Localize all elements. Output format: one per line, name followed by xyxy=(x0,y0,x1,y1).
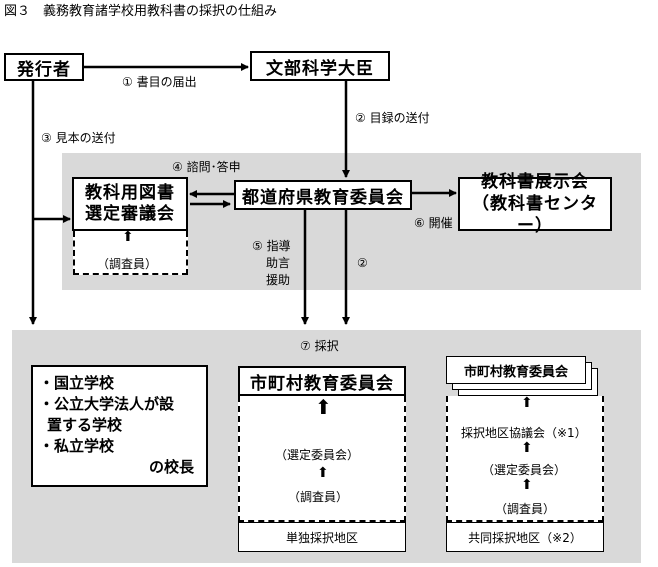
label-guidance-2: 助言 xyxy=(266,256,291,270)
single-investigator-label: （調査員） xyxy=(288,490,349,504)
schools-principal: の校長 xyxy=(148,458,194,476)
label-notification: ① 書目の届出 xyxy=(122,75,197,89)
single-district-dashed xyxy=(238,396,406,522)
single-arrow-up-icon-1: ⬆ xyxy=(315,395,332,419)
schools-item-private: ・私立学校 xyxy=(39,437,115,455)
joint-arrow-up-icon-2: ⬆ xyxy=(521,440,533,456)
joint-investigator-label: （調査員） xyxy=(495,502,556,516)
joint-board-box: 市町村教育委員会 xyxy=(446,356,586,384)
minister-label: 文部科学大臣 xyxy=(266,58,374,79)
council-line1: 教科用図書 xyxy=(85,183,175,203)
single-board-box: 市町村教育委員会 xyxy=(238,366,406,396)
exhibition-line2: （教科書センター） xyxy=(472,194,598,236)
schools-item-public-line2: 置する学校 xyxy=(47,416,123,434)
joint-area-box: 共同採択地区（※2） xyxy=(446,522,604,552)
joint-arrow-up-icon-3: ⬆ xyxy=(521,477,533,493)
council-investigator-box xyxy=(73,231,188,275)
label-samples: ③ 見本の送付 xyxy=(41,131,116,145)
schools-box: ・国立学校 ・公立大学法人が設 置する学校 ・私立学校 の校長 xyxy=(31,365,208,487)
diagram-title: 図３ 義務教育諸学校用教科書の採択の仕組み xyxy=(4,4,278,19)
prefecture-board-label: 都道府県教育委員会 xyxy=(242,187,404,208)
joint-arrow-up-icon-1: ⬆ xyxy=(521,395,533,411)
joint-district-dashed xyxy=(446,396,604,522)
selection-council-box: 教科用図書 選定審議会 xyxy=(72,177,188,231)
joint-committee-label: （選定委員会） xyxy=(482,463,567,477)
arrow-up-icon: ⬆ xyxy=(122,229,134,245)
label-catalog-municipal: ② xyxy=(357,256,368,270)
schools-item-national: ・国立学校 xyxy=(39,374,115,392)
single-board-label: 市町村教育委員会 xyxy=(250,373,394,394)
publisher-box: 発行者 xyxy=(4,53,84,81)
council-investigator-label: （調査員） xyxy=(97,257,158,271)
schools-item-public-line1: ・公立大学法人が設 xyxy=(39,395,175,413)
label-adoption: ⑦ 採択 xyxy=(300,339,339,353)
single-committee-label: （選定委員会） xyxy=(275,448,360,462)
label-hold-exhibition: ⑥ 開催 xyxy=(414,216,453,230)
single-area-box: 単独採択地区 xyxy=(238,522,406,552)
council-line2: 選定審議会 xyxy=(85,204,175,224)
publisher-label: 発行者 xyxy=(17,59,71,80)
single-arrow-up-icon-2: ⬆ xyxy=(317,465,329,481)
joint-area-label: 共同採択地区（※2） xyxy=(468,530,582,545)
label-catalog: ② 目録の送付 xyxy=(355,111,430,125)
joint-board-label: 市町村教育委員会 xyxy=(463,364,568,380)
minister-box: 文部科学大臣 xyxy=(250,51,390,81)
exhibition-line1: 教科書展示会 xyxy=(481,172,589,192)
exhibition-box: 教科書展示会 （教科書センター） xyxy=(458,172,612,236)
joint-council-label: 採択地区協議会（※1） xyxy=(461,426,587,440)
single-area-label: 単独採択地区 xyxy=(285,530,358,545)
label-guidance-3: 援助 xyxy=(266,273,291,287)
label-guidance-1: ⑤ 指導 xyxy=(252,239,291,253)
prefecture-board-box: 都道府県教育委員会 xyxy=(234,180,412,210)
label-consult: ④ 諮問･答申 xyxy=(172,160,241,174)
